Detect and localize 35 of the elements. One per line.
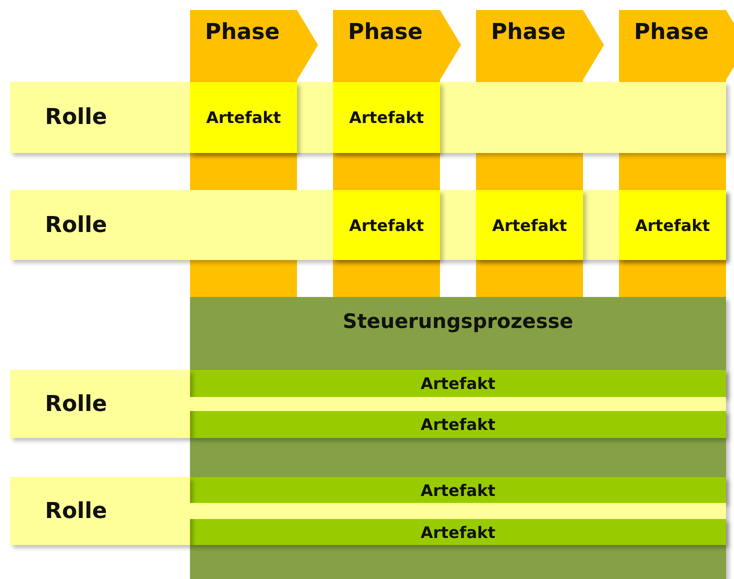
role-band	[10, 82, 726, 153]
phase-label: Phase	[348, 20, 423, 45]
artifact-label: Artefakt	[349, 216, 424, 234]
artifact-box	[190, 82, 297, 153]
role-band	[10, 477, 190, 545]
phase-label: Phase	[634, 20, 709, 45]
artifact-box	[333, 190, 440, 260]
role-band	[10, 370, 190, 438]
role-label: Rolle	[45, 105, 108, 130]
artifact-box	[619, 190, 726, 260]
artifact-label: Artefakt	[206, 108, 281, 127]
artifact-label: Artefakt	[420, 522, 496, 542]
phase-header	[619, 10, 734, 80]
role-label: Rolle	[45, 392, 108, 416]
role-label: Rolle	[45, 212, 108, 238]
phase-header	[333, 10, 461, 80]
artifact-label: Artefakt	[635, 216, 710, 234]
artifact-label: Artefakt	[492, 216, 567, 234]
control-process-title: Steuerungsprozesse	[342, 309, 574, 333]
phase-label: Phase	[205, 20, 280, 45]
artifact-label: Artefakt	[420, 480, 496, 500]
artifact-bar	[190, 411, 726, 438]
phase-label: Phase	[491, 20, 566, 45]
artifact-box	[476, 190, 583, 260]
artifact-bar	[190, 477, 726, 503]
artifact-label: Artefakt	[420, 374, 496, 393]
role-band	[10, 190, 726, 260]
role-label: Rolle	[45, 498, 108, 524]
phase-header	[476, 10, 604, 80]
artifact-box	[333, 82, 440, 153]
artifact-bar	[190, 519, 726, 545]
phase-header	[190, 10, 318, 80]
artifact-bar	[190, 370, 726, 397]
artifact-label: Artefakt	[349, 108, 424, 127]
artifact-label: Artefakt	[420, 415, 496, 434]
